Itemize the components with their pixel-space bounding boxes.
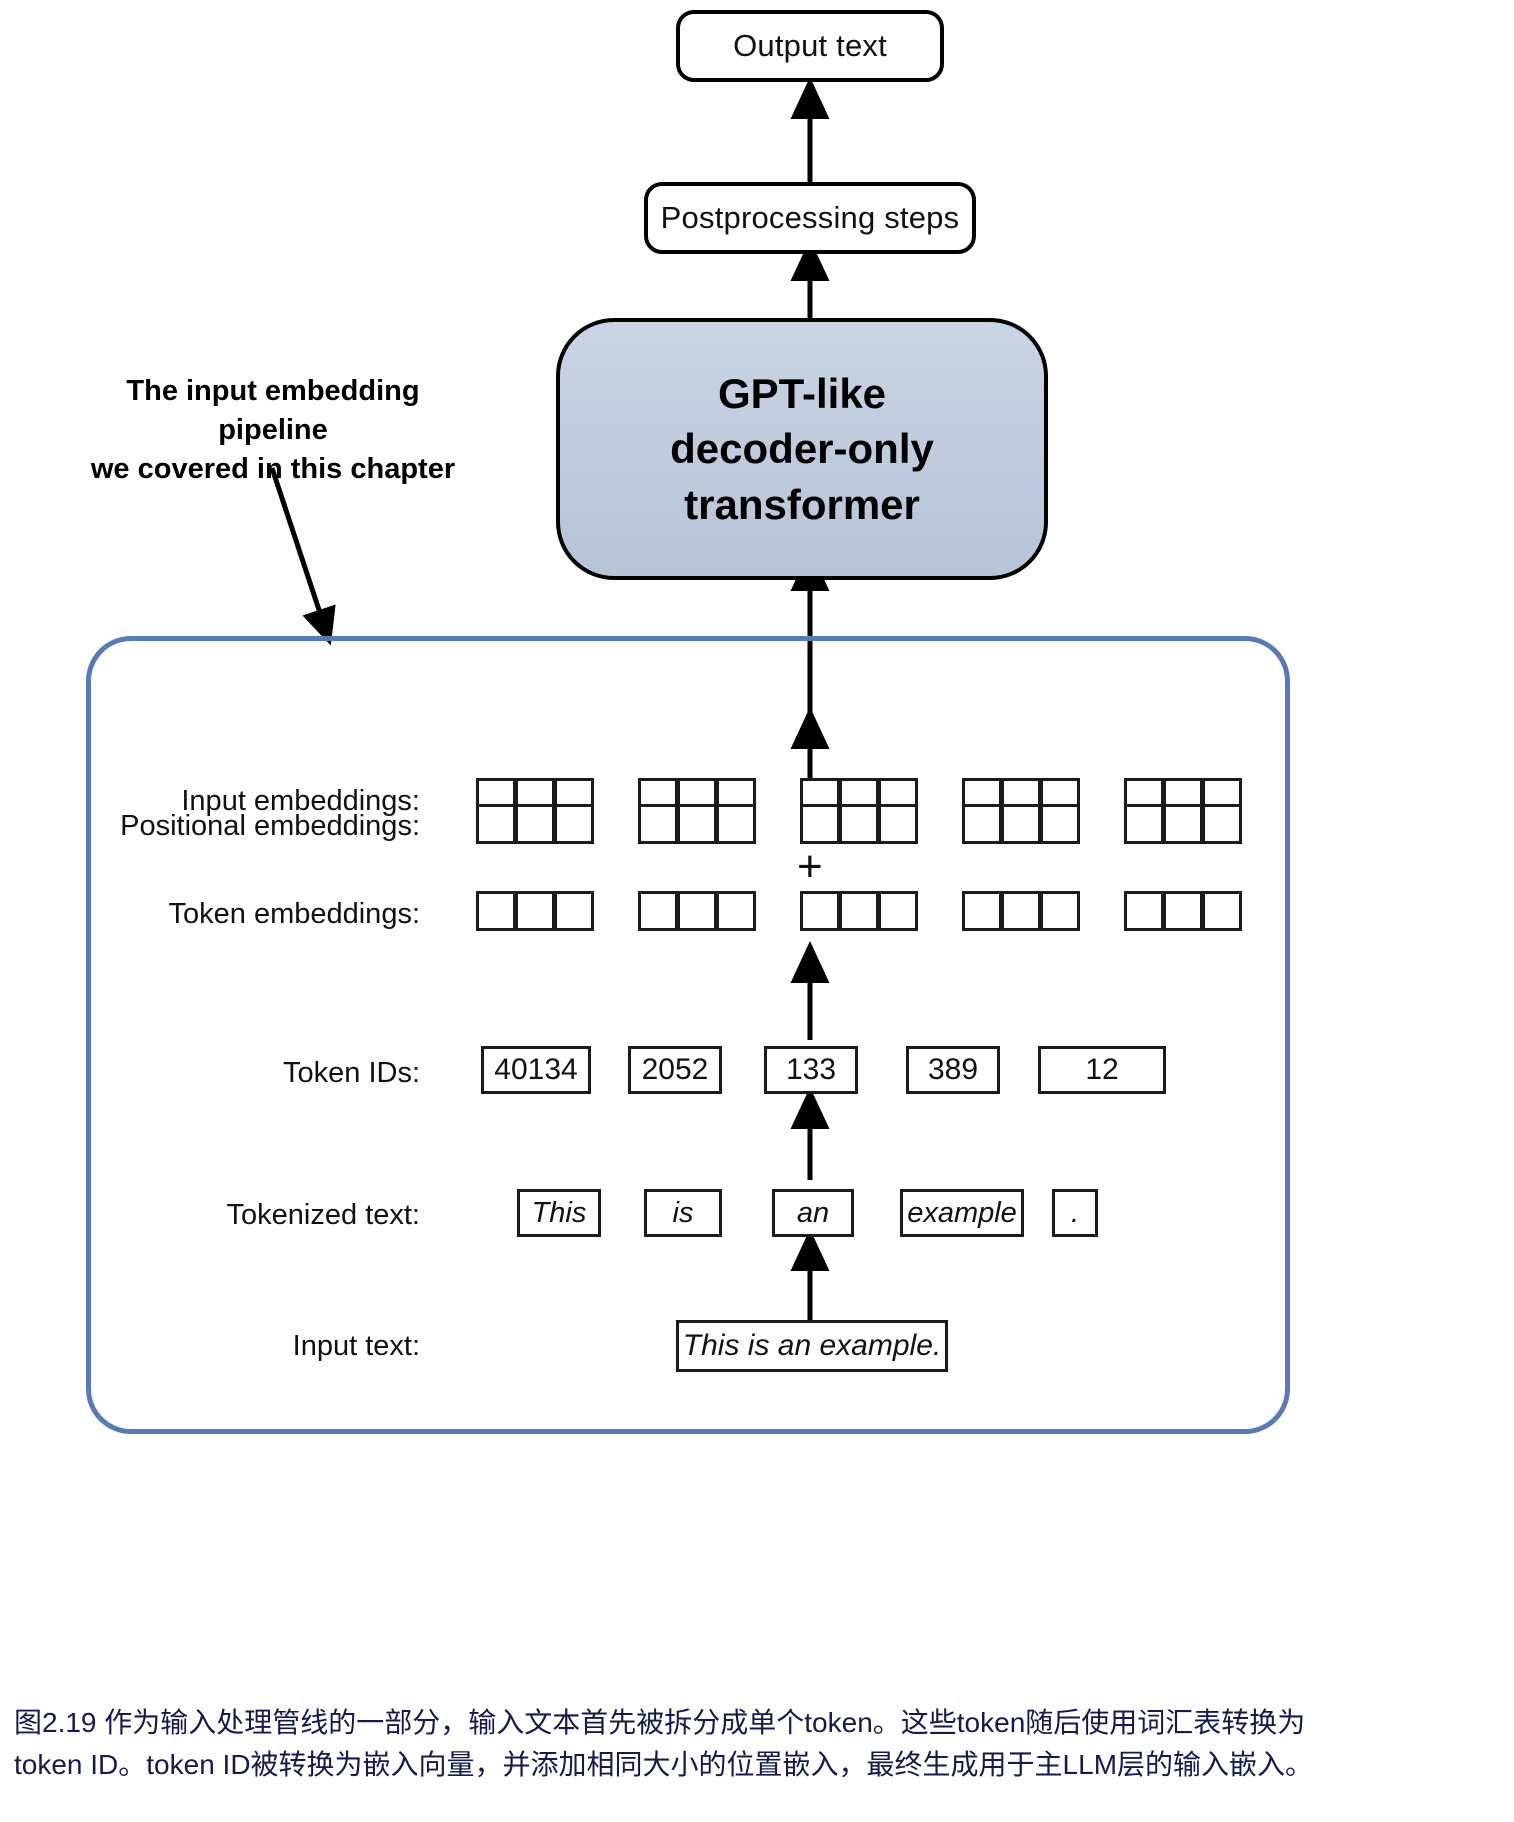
embedding-cell xyxy=(1001,891,1041,931)
token-value: This xyxy=(531,1196,587,1229)
embedding-cell xyxy=(638,891,678,931)
token-id-box: 12 xyxy=(1038,1046,1166,1094)
embedding-cell xyxy=(1202,891,1242,931)
token-id-box: 389 xyxy=(906,1046,1000,1094)
embedding-cell xyxy=(878,804,918,844)
embedding-cell xyxy=(1001,804,1041,844)
token-id-value: 2052 xyxy=(641,1053,709,1086)
embedding-cell xyxy=(1124,891,1164,931)
embedding-group xyxy=(1124,804,1242,844)
token-value: is xyxy=(672,1196,694,1229)
pipeline-annotation: The input embedding pipeline we covered … xyxy=(90,375,456,486)
embedding-cell xyxy=(839,804,879,844)
token-id-box: 2052 xyxy=(628,1046,722,1094)
embedding-group xyxy=(638,891,756,931)
input-embedding-pipeline-container xyxy=(86,636,1290,1434)
embedding-group xyxy=(800,804,918,844)
token-box: This xyxy=(517,1189,601,1237)
embedding-cell xyxy=(1163,891,1203,931)
embedding-cell xyxy=(515,804,555,844)
embedding-cell xyxy=(554,891,594,931)
token-box: . xyxy=(1052,1189,1098,1237)
token-id-box: 40134 xyxy=(481,1046,591,1094)
input-embeddings-label: Input embeddings: xyxy=(181,785,420,817)
embedding-group xyxy=(962,804,1080,844)
postprocessing-steps-box: Postprocessing steps xyxy=(644,182,976,254)
positional-embeddings-cells xyxy=(476,804,1242,844)
token-ids-label: Token IDs: xyxy=(283,1057,420,1089)
embedding-cell xyxy=(515,891,555,931)
token-value: . xyxy=(1070,1196,1080,1229)
token-value: an xyxy=(796,1196,830,1229)
embedding-group xyxy=(962,891,1080,931)
transformer-label-line3: transformer xyxy=(684,480,920,528)
tokenized-text-label: Tokenized text: xyxy=(226,1199,420,1231)
positional-embeddings-label: Positional embeddings: xyxy=(120,810,420,842)
caption-line-1: 图2.19 作为输入处理管线的一部分，输入文本首先被拆分成单个token。这些t… xyxy=(14,1707,1306,1738)
embedding-cell xyxy=(839,891,879,931)
token-id-value: 12 xyxy=(1085,1053,1119,1086)
embedding-cell xyxy=(554,804,594,844)
embedding-cell xyxy=(638,804,678,844)
gpt-decoder-transformer-box: GPT-like decoder-only transformer xyxy=(556,318,1048,580)
plus-symbol: + xyxy=(797,842,823,891)
output-text-label: Output text xyxy=(733,28,887,63)
embedding-cell xyxy=(1040,891,1080,931)
token-embeddings-cells xyxy=(476,891,1242,931)
figure-caption: 图2.19 作为输入处理管线的一部分，输入文本首先被拆分成单个token。这些t… xyxy=(14,1702,1504,1786)
token-box: example xyxy=(900,1189,1024,1237)
input-text-box: This is an example. xyxy=(676,1320,948,1372)
embedding-group xyxy=(638,804,756,844)
postprocessing-steps-label: Postprocessing steps xyxy=(660,200,960,235)
output-text-box: Output text xyxy=(676,10,944,82)
token-id-value: 133 xyxy=(785,1053,837,1086)
embedding-cell xyxy=(962,891,1002,931)
embedding-group xyxy=(476,804,594,844)
embedding-cell xyxy=(1163,804,1203,844)
token-id-value: 389 xyxy=(927,1053,979,1086)
embedding-cell xyxy=(476,891,516,931)
embedding-cell xyxy=(1202,804,1242,844)
embedding-group xyxy=(800,891,918,931)
embedding-cell xyxy=(962,804,1002,844)
transformer-label-line2: decoder-only xyxy=(670,425,934,473)
token-box: an xyxy=(772,1189,854,1237)
embedding-group xyxy=(1124,891,1242,931)
token-value: example xyxy=(907,1196,1017,1229)
embedding-cell xyxy=(677,804,717,844)
transformer-label-stack: GPT-like decoder-only transformer xyxy=(670,366,934,532)
token-id-value: 40134 xyxy=(494,1053,578,1086)
transformer-label-line1: GPT-like xyxy=(717,369,887,417)
embedding-cell xyxy=(716,804,756,844)
embedding-cell xyxy=(800,804,840,844)
embedding-group xyxy=(476,891,594,931)
embedding-cell xyxy=(1124,804,1164,844)
input-text-label: Input text: xyxy=(292,1330,420,1362)
embedding-cell xyxy=(677,891,717,931)
embedding-cell xyxy=(476,804,516,844)
token-id-box: 133 xyxy=(764,1046,858,1094)
input-text-value: This is an example. xyxy=(682,1329,942,1362)
token-box: is xyxy=(644,1189,722,1237)
embedding-cell xyxy=(800,891,840,931)
embedding-cell xyxy=(716,891,756,931)
embedding-cell xyxy=(878,891,918,931)
embedding-cell xyxy=(1040,804,1080,844)
token-embeddings-label: Token embeddings: xyxy=(168,898,421,930)
caption-line-2: token ID。token ID被转换为嵌入向量，并添加相同大小的位置嵌入，最… xyxy=(14,1749,1314,1780)
